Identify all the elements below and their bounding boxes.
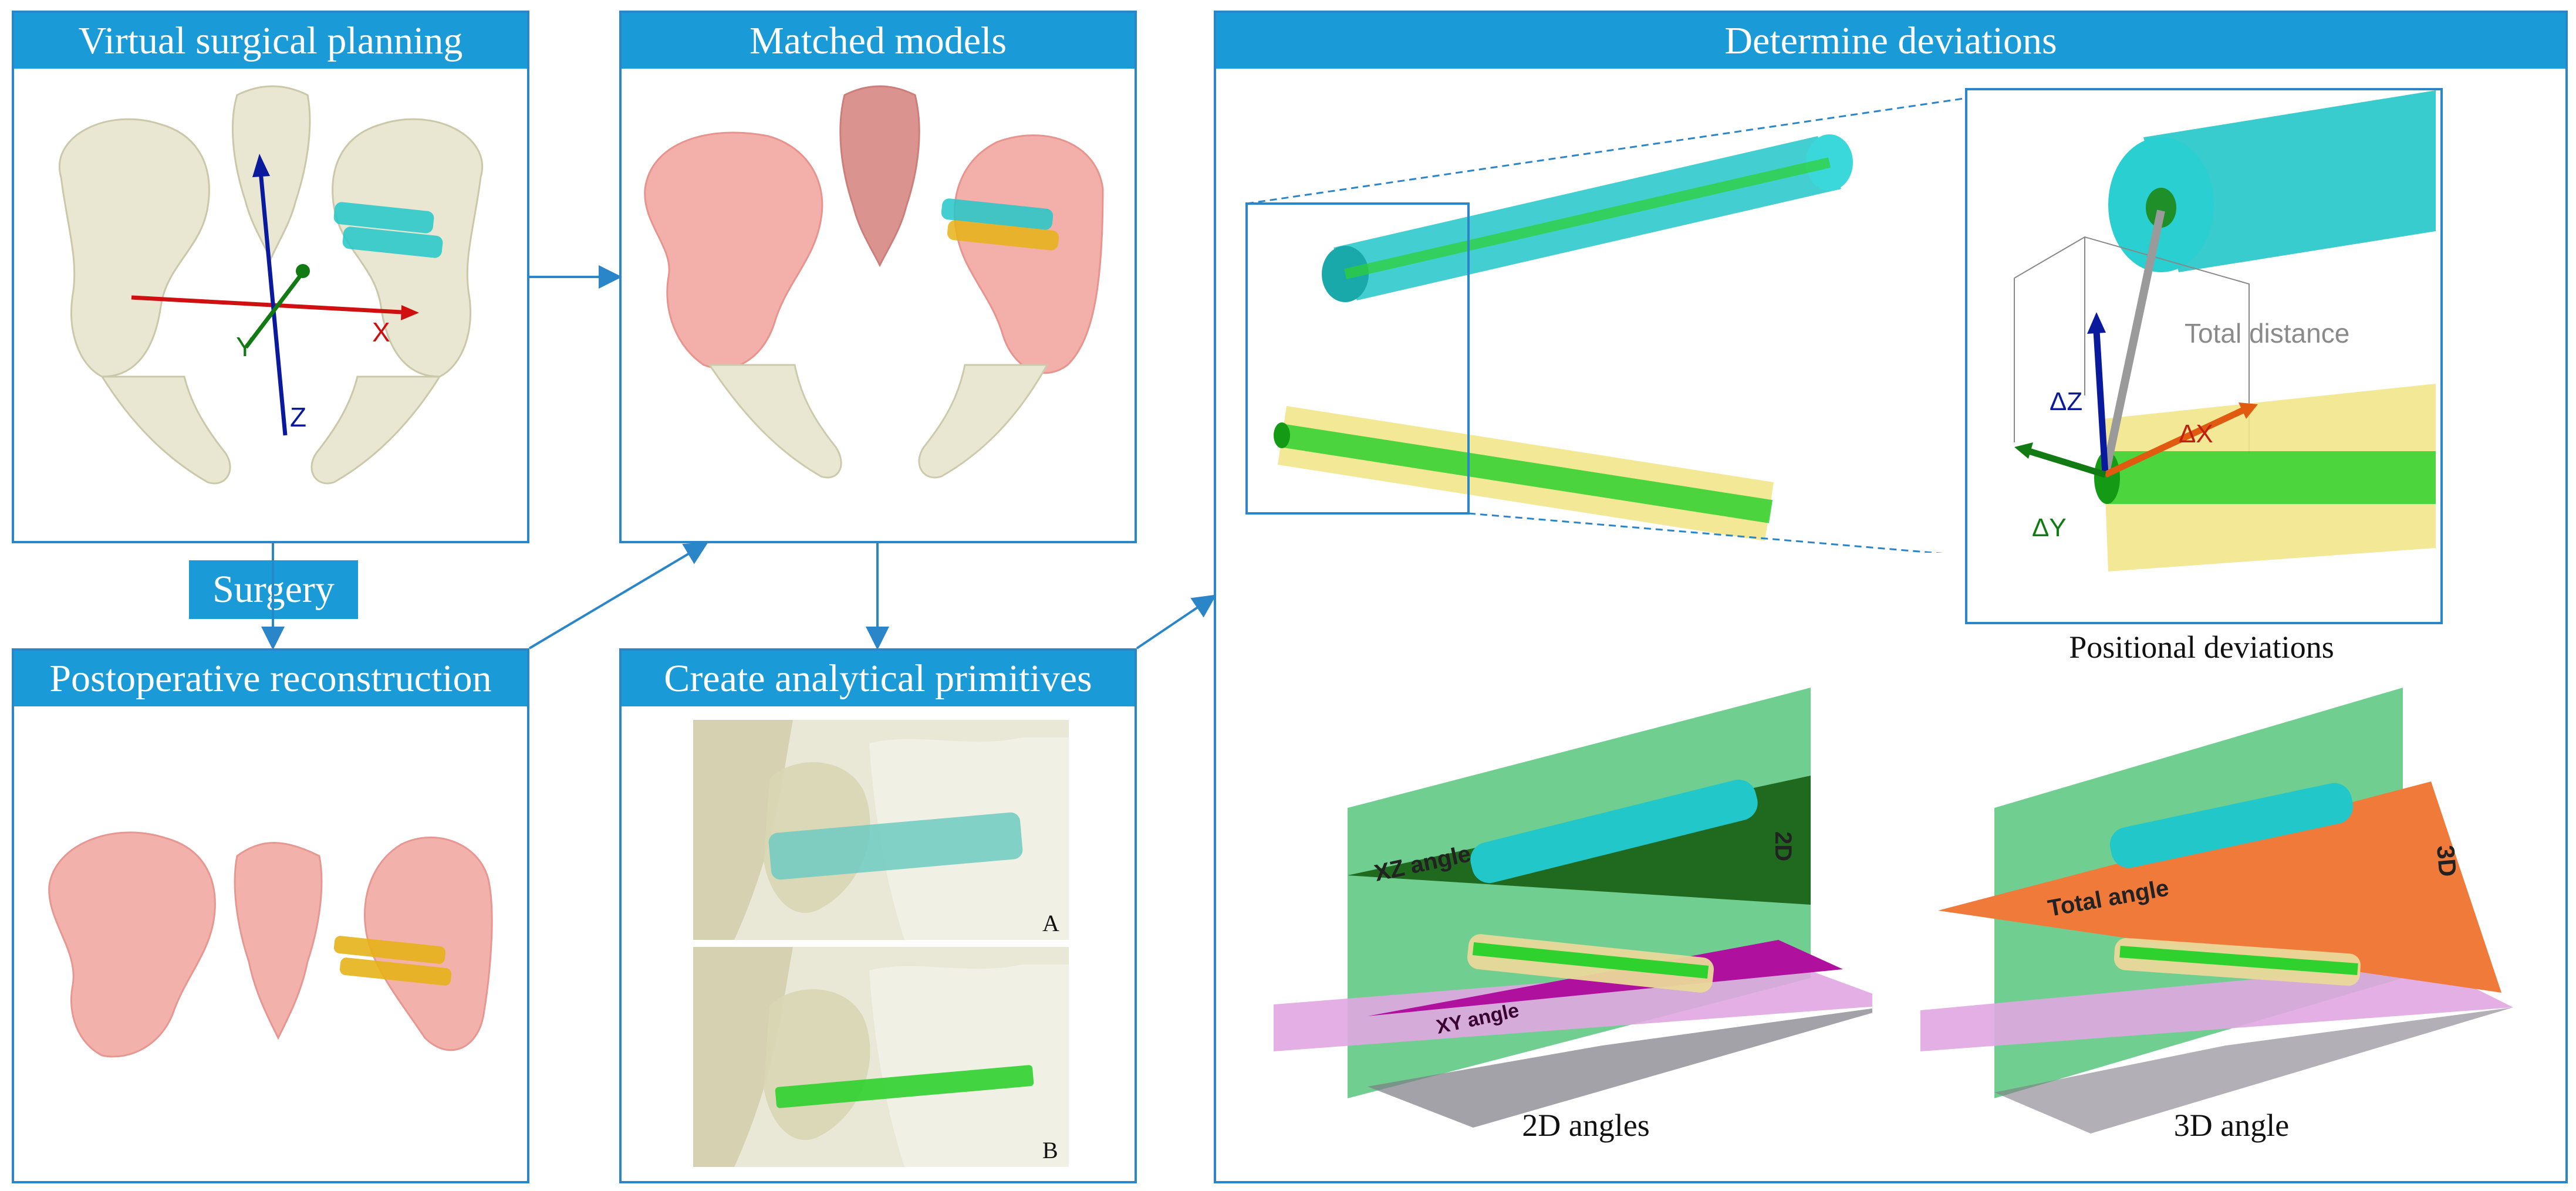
total-distance-label: Total distance [2185, 318, 2349, 348]
z-axis-label: Z [290, 402, 306, 432]
panel-virtual-surgical-planning: Virtual surgical planning X Y Z [12, 11, 529, 543]
tag-3d: 3D [2432, 844, 2462, 878]
panel-matched-models: Matched models [619, 11, 1137, 543]
tag-2d: 2D [1770, 831, 1796, 861]
positional-detail-illustration: Total distance ΔZ ΔX ΔY [2014, 90, 2436, 571]
x-axis-line [131, 295, 402, 314]
two-d-angles-illustration: XZ angle XY angle 2D [1274, 688, 1872, 1128]
pelvis-planning-illustration: X Y Z [59, 85, 483, 485]
planned-cylinder-3d [2109, 783, 2354, 868]
delta-x-vector [2104, 407, 2245, 478]
panel-title: Create analytical primitives [622, 651, 1135, 706]
delta-y-label: ΔY [2032, 513, 2067, 542]
panel-title: Virtual surgical planning [14, 13, 527, 69]
z-axis-line [258, 171, 288, 436]
three-d-angle-illustration: Total angle 3D [1920, 688, 2513, 1134]
positional-deviations-caption: Positional deviations [2069, 630, 2334, 665]
label-a: A [1042, 910, 1059, 936]
y-axis-label: Y [236, 331, 254, 362]
postop-pelvis-illustration [48, 831, 493, 1058]
y-axis-line [244, 272, 303, 349]
matched-pelvis-illustration [644, 85, 1104, 479]
total-distance-line [2101, 209, 2165, 476]
positional-detail-box: Total distance ΔZ ΔX ΔY [1965, 88, 2443, 624]
primitive-screw-cyan-yellow [768, 812, 1023, 880]
panel-postoperative-reconstruction: Postoperative reconstruction [12, 648, 529, 1183]
arrow-primitives-to-deviations [1136, 594, 1217, 649]
delta-z-vector [2093, 330, 2109, 475]
panel-determine-deviations: Determine deviations [1214, 11, 2568, 1183]
x-axis-label: X [372, 317, 390, 347]
matched-screw-yellow [947, 220, 1059, 251]
three-d-angle-caption: 3D angle [2173, 1108, 2290, 1143]
planned-screw [333, 202, 434, 234]
primitive-view-b: B [693, 947, 1069, 1167]
total-angle-wedge [1938, 781, 2501, 993]
two-d-angles-caption: 2D angles [1522, 1108, 1650, 1143]
panel-create-analytical-primitives: Create analytical primitives A B [619, 648, 1137, 1183]
panel-title: Matched models [622, 13, 1135, 69]
delta-x-label: ΔX [2179, 419, 2213, 448]
delta-z-label: ΔZ [2050, 387, 2082, 416]
planned-cylinder [1322, 134, 1853, 302]
delta-y-vector [2028, 448, 2106, 478]
label-b: B [1042, 1137, 1058, 1163]
primitive-cylinder-green [775, 1065, 1034, 1108]
actual-screw [1274, 406, 1774, 541]
postop-screw [333, 936, 446, 964]
panel-title: Determine deviations [1216, 13, 2565, 69]
arrow-postop-to-matched [528, 542, 708, 649]
planned-cylinder-2d [1470, 779, 1758, 884]
zoom-region [1245, 202, 1470, 515]
panel-title: Postoperative reconstruction [14, 651, 527, 706]
deviation-overview-illustration [1245, 97, 1968, 553]
matched-screw-cyan [941, 198, 1054, 230]
primitive-view-a: A [693, 720, 1069, 940]
